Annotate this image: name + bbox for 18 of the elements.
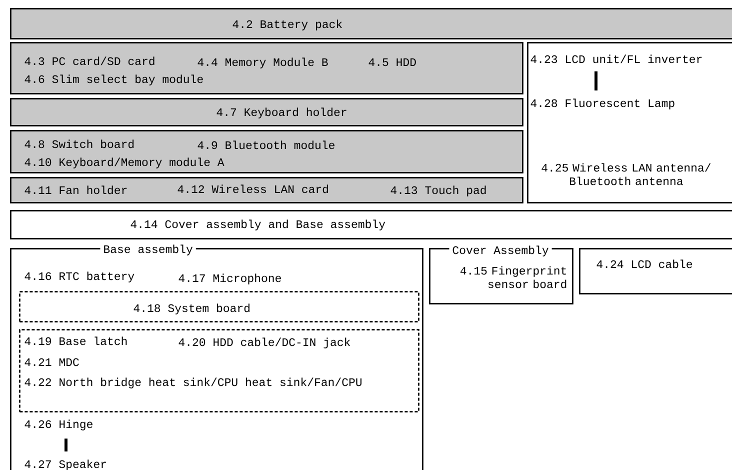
part-box: 4.14 Cover assembly and Base assembly [10,210,732,240]
part-box: 4.11 Fan holder 4.12 Wireless LAN card 4.13 Touch pad [10,177,524,204]
group-box: Cover Assembly 4.15 Fingerprint sensor board [429,244,574,304]
part-label: 4.28 Fluorescent Lamp [530,98,674,110]
part-box: 4.7 Keyboard holder [10,98,524,126]
part-box [527,42,732,204]
part-label: 4.23 LCD unit/FL inverter [530,54,702,64]
part-label: 4.25 Wireless LAN antenna/ Bluetooth antenna [542,163,711,186]
part-label: 4.26 Hinge [24,420,92,430]
part-box: 4.18 System board [19,291,420,322]
part-box: 4.19 Base latch 4.20 HDD cable/DC-IN jack 4.21 MDC 4.22 North bridge heat sink/CPU heat sink/Fan/CPU [19,329,420,412]
connector-bar [594,71,598,90]
connector-bar [64,438,68,452]
part-box: 4.3 PC card/SD card 4.4 Memory Module B 4.5 HDD 4.6 Slim select bay module [10,42,524,94]
part-box: 4.24 LCD cable [579,248,732,294]
part-box: 4.8 Switch board 4.9 Bluetooth module 4.10 Keyboard/Memory module A [10,130,524,174]
part-box: 4.2 Battery pack [10,8,732,40]
part-label: 4.27 Speaker [24,460,106,470]
